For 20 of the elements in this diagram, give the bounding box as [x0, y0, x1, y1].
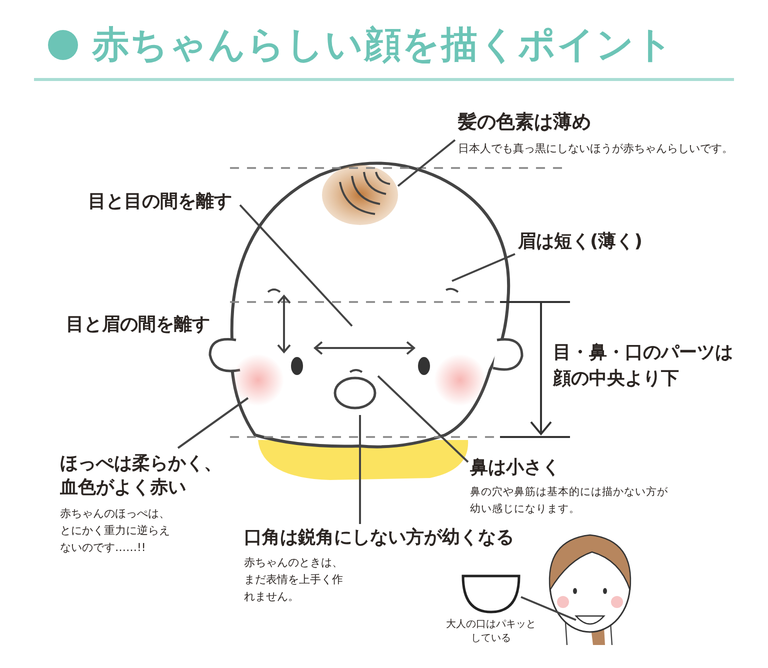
annotation-heading: 鼻は小さく: [470, 456, 561, 480]
title: 赤ちゃんらしい顔を描くポイント: [92, 22, 674, 68]
annotation-note: 日本人でも真っ黒にしないほうが赤ちゃんらしいです。: [458, 140, 734, 157]
annotation-heading: 髪の色素は薄め: [458, 110, 592, 135]
leader-line: [239, 204, 353, 327]
annotation-heading: 口角は鋭角にしない方が幼くなる: [244, 526, 515, 550]
annotation-label: 目と眉の間を離す: [66, 313, 211, 337]
annotation-label: 目・鼻・口のパーツは顔の中央より下: [553, 341, 734, 392]
leader-line: [359, 415, 361, 524]
annotation-note: 赤ちゃんのときは、まだ表情を上手く作れません。: [244, 555, 344, 606]
leader-line: [520, 596, 576, 621]
note: 大人の口はパキッとしている: [445, 618, 537, 646]
annotation-note: 赤ちゃんのほっぺは、とにかく重力に逆らえないのです……!!: [60, 506, 171, 556]
annotation-heading: ほっぺは柔らかく、血色がよく赤い: [60, 452, 223, 500]
annotation-note: 鼻の穴や鼻筋は基本的には描かない方が幼い感じになります。: [470, 485, 669, 517]
leader-line: [177, 397, 249, 449]
annotation-heading: 眉は短く(薄く): [518, 230, 644, 254]
leader-line: [452, 253, 516, 282]
annotation-heading: 目と目の間を離す: [88, 190, 233, 214]
leader-line: [397, 139, 456, 187]
